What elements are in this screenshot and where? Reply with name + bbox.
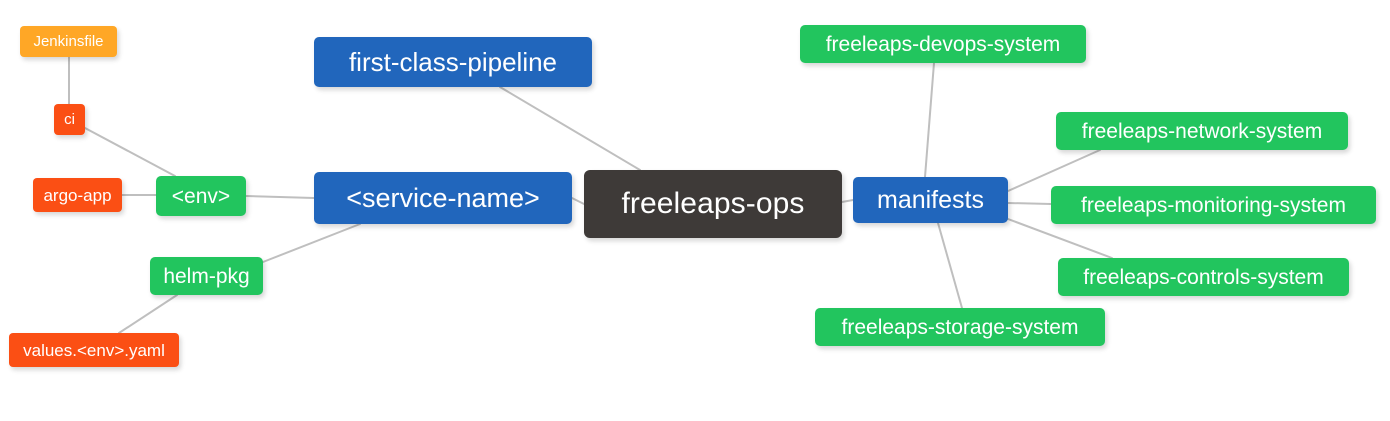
edge-service-name-helm-pkg [262, 223, 361, 263]
node-argo-app[interactable]: argo-app [33, 178, 122, 212]
edge-manifests-storage [937, 222, 963, 309]
edge-manifests-controls [1007, 218, 1113, 259]
node-freeleaps-controls-system[interactable]: freeleaps-controls-system [1058, 258, 1349, 296]
edge-ops-service-name [571, 197, 585, 205]
node-jenkinsfile[interactable]: Jenkinsfile [20, 26, 117, 57]
node-label-ci: ci [64, 111, 75, 128]
node-label-first-class-pipeline: first-class-pipeline [348, 47, 558, 77]
node-label-values-env-yaml: values.<env>.yaml [23, 340, 165, 360]
node-ci[interactable]: ci [54, 104, 85, 135]
node-freeleaps-monitoring-system[interactable]: freeleaps-monitoring-system [1051, 186, 1376, 224]
edge-service-name-env [245, 195, 315, 199]
node-service-name[interactable]: <service-name> [314, 172, 572, 224]
node-env[interactable]: <env> [156, 176, 246, 216]
node-helm-pkg[interactable]: helm-pkg [150, 257, 263, 295]
node-label-freeleaps-monitoring-system: freeleaps-monitoring-system [1081, 193, 1346, 217]
node-label-argo-app: argo-app [43, 185, 112, 205]
node-label-freeleaps-network-system: freeleaps-network-system [1081, 119, 1323, 143]
node-label-freeleaps-controls-system: freeleaps-controls-system [1083, 265, 1324, 289]
node-label-service-name: <service-name> [346, 182, 540, 213]
node-label-helm-pkg: helm-pkg [163, 264, 250, 288]
node-manifests[interactable]: manifests [853, 177, 1008, 223]
edge-env-ci [84, 127, 176, 177]
edge-manifests-network [1007, 149, 1101, 192]
node-values-env-yaml[interactable]: values.<env>.yaml [9, 333, 179, 367]
edge-ops-first-class-pipeline [499, 86, 641, 171]
edge-manifests-devops [924, 62, 935, 178]
node-label-jenkinsfile: Jenkinsfile [33, 33, 104, 50]
edge-manifests-monitoring [1007, 202, 1052, 205]
node-label-freeleaps-storage-system: freeleaps-storage-system [841, 315, 1079, 339]
node-first-class-pipeline[interactable]: first-class-pipeline [314, 37, 592, 87]
edge-ops-manifests [841, 199, 854, 203]
node-freeleaps-storage-system[interactable]: freeleaps-storage-system [815, 308, 1105, 346]
node-label-freeleaps-ops: freeleaps-ops [621, 187, 805, 220]
node-label-freeleaps-devops-system: freeleaps-devops-system [825, 32, 1061, 56]
node-freeleaps-network-system[interactable]: freeleaps-network-system [1056, 112, 1348, 150]
node-label-env: <env> [171, 184, 231, 208]
node-label-manifests: manifests [877, 185, 984, 214]
node-freeleaps-ops[interactable]: freeleaps-ops [584, 170, 842, 238]
edge-helm-pkg-values [118, 294, 178, 334]
node-freeleaps-devops-system[interactable]: freeleaps-devops-system [800, 25, 1086, 63]
